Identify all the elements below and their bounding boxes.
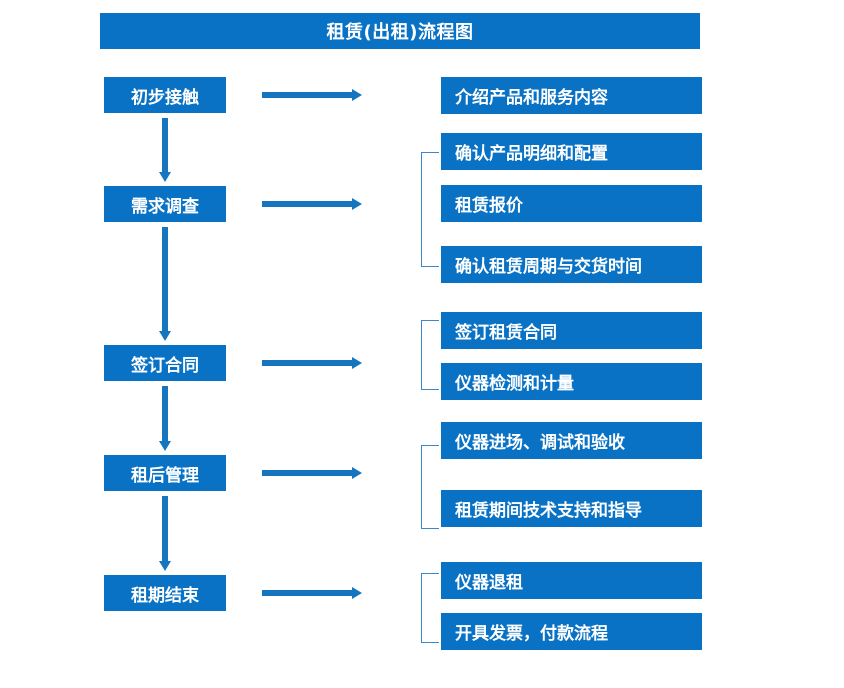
vertical-arrow-initial-contact-to-needs-survey bbox=[159, 118, 171, 182]
detail-node-technical-support-guidance[interactable]: 租赁期间技术支持和指导 bbox=[441, 490, 702, 527]
detail-node-instrument-return[interactable]: 仪器退租 bbox=[441, 562, 702, 599]
stage-node-lease-end[interactable]: 租期结束 bbox=[104, 575, 226, 611]
detail-node-instrument-testing-metering[interactable]: 仪器检测和计量 bbox=[441, 363, 702, 400]
horizontal-arrow-initial-contact-to-details bbox=[262, 89, 362, 101]
horizontal-arrow-sign-contract-to-details bbox=[262, 357, 362, 369]
page-title: 租赁(出租)流程图 bbox=[100, 13, 700, 49]
bracket-group-post-rent-management bbox=[421, 445, 439, 529]
vertical-arrow-needs-survey-to-sign-contract bbox=[159, 227, 171, 341]
bracket-group-sign-contract bbox=[421, 320, 439, 390]
bracket-group-lease-end bbox=[421, 573, 439, 643]
vertical-arrow-post-rent-management-to-lease-end bbox=[159, 496, 171, 571]
stage-node-post-rent-management[interactable]: 租后管理 bbox=[104, 455, 226, 491]
stage-node-needs-survey[interactable]: 需求调查 bbox=[104, 186, 226, 222]
detail-node-invoice-payment-process[interactable]: 开具发票，付款流程 bbox=[441, 613, 702, 650]
stage-node-sign-contract[interactable]: 签订合同 bbox=[104, 345, 226, 381]
horizontal-arrow-lease-end-to-details bbox=[262, 587, 362, 599]
detail-node-sign-lease-contract[interactable]: 签订租赁合同 bbox=[441, 312, 702, 349]
stage-node-initial-contact[interactable]: 初步接触 bbox=[104, 77, 226, 113]
detail-node-instrument-entry-debug-acceptance[interactable]: 仪器进场、调试和验收 bbox=[441, 422, 702, 459]
detail-node-confirm-lease-period-delivery[interactable]: 确认租赁周期与交货时间 bbox=[441, 246, 702, 283]
detail-node-rental-quotation[interactable]: 租赁报价 bbox=[441, 185, 702, 222]
horizontal-arrow-post-rent-management-to-details bbox=[262, 467, 362, 479]
horizontal-arrow-needs-survey-to-details bbox=[262, 198, 362, 210]
detail-node-confirm-product-details-config[interactable]: 确认产品明细和配置 bbox=[441, 133, 702, 170]
detail-node-introduce-products-services[interactable]: 介绍产品和服务内容 bbox=[441, 77, 702, 114]
vertical-arrow-sign-contract-to-post-rent-management bbox=[159, 386, 171, 451]
bracket-group-needs-survey bbox=[421, 152, 439, 267]
